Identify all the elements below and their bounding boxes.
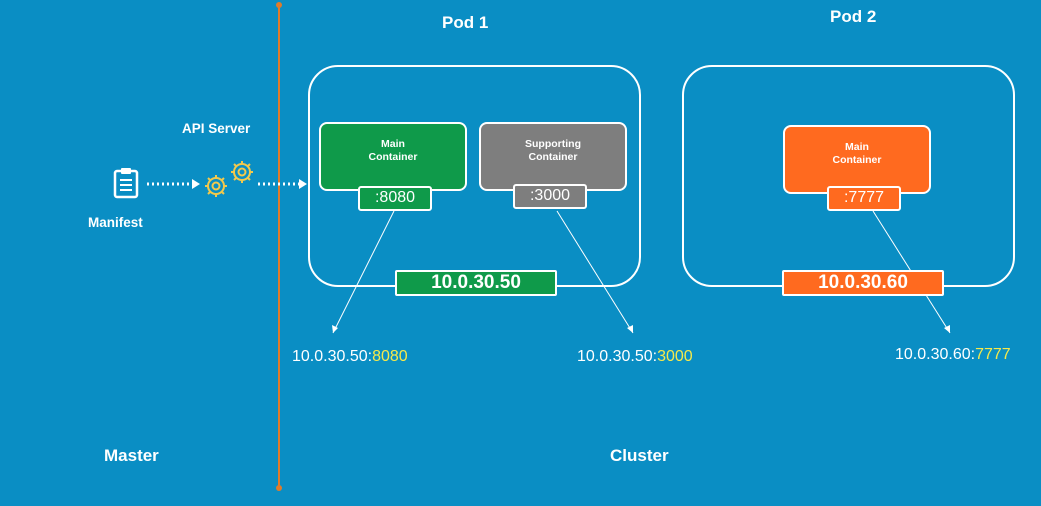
address-ip: 10.0.30.50: <box>292 348 373 365</box>
pod2-title: Pod 2 <box>830 7 877 26</box>
pointer-3000 <box>556 210 634 334</box>
pod1-supporting-container: Supporting Container <box>479 122 627 191</box>
container-label-line1: Main <box>381 138 405 150</box>
pod2-main-port: :7777 <box>827 186 901 211</box>
pod1-main-container: Main Container <box>319 122 467 191</box>
address-7777: 10.0.30.60:7777 <box>895 346 1011 364</box>
pointer-8080 <box>332 210 395 334</box>
gears-icon <box>205 161 253 197</box>
container-label-line2: Container <box>528 151 578 163</box>
pod1-ip: 10.0.30.50 <box>395 270 557 296</box>
container-label-line2: Container <box>368 151 418 163</box>
api-server-label: API Server <box>182 121 251 136</box>
clipboard-icon <box>113 168 139 199</box>
address-ip: 10.0.30.60: <box>895 346 976 363</box>
address-port: 8080 <box>372 348 408 365</box>
address-port: 7777 <box>975 346 1011 363</box>
container-label-line1: Main <box>845 141 869 153</box>
manifest-label: Manifest <box>88 215 143 230</box>
pod1-supporting-port: :3000 <box>513 184 587 209</box>
pod1-main-port: :8080 <box>358 186 432 211</box>
api-arrowhead <box>299 179 307 189</box>
cluster-label: Cluster <box>610 446 669 465</box>
container-label-line2: Container <box>832 154 882 166</box>
divider-top-dot <box>276 2 282 8</box>
address-port: 3000 <box>657 348 693 365</box>
manifest-arrowhead <box>192 179 200 189</box>
pod2-ip: 10.0.30.60 <box>782 270 944 296</box>
address-ip: 10.0.30.50: <box>577 348 658 365</box>
master-label: Master <box>104 446 159 465</box>
pod2-main-container: Main Container <box>783 125 931 194</box>
address-8080: 10.0.30.50:8080 <box>292 348 408 366</box>
container-label-line1: Supporting <box>525 138 581 150</box>
divider-bottom-dot <box>276 485 282 491</box>
address-3000: 10.0.30.50:3000 <box>577 348 693 366</box>
pod1-title: Pod 1 <box>442 13 489 32</box>
